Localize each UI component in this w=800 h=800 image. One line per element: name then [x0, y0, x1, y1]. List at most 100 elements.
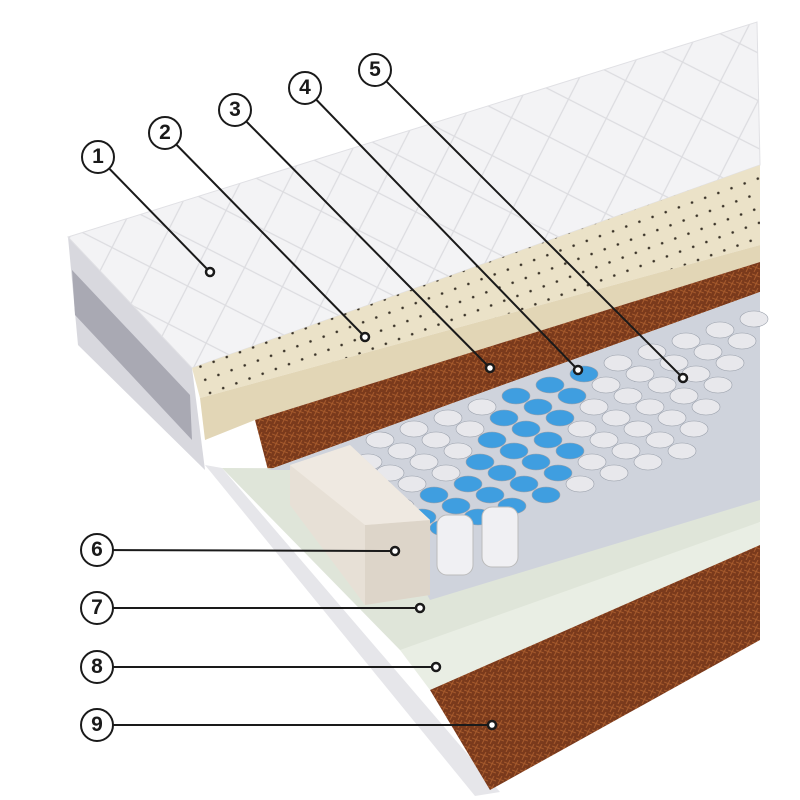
leader-dot	[484, 362, 496, 374]
spring-top	[669, 387, 699, 405]
spring-top	[613, 387, 643, 405]
leader-line	[164, 132, 366, 338]
spring-top	[577, 453, 607, 471]
callout-quilted-cover: 1	[81, 140, 115, 174]
spring-top	[443, 442, 473, 460]
foam-edge-block-front	[365, 520, 430, 605]
spring-top	[521, 453, 551, 471]
latex-front	[200, 245, 760, 440]
spring-top	[657, 409, 687, 427]
spring-top	[475, 486, 505, 504]
callout-leaders	[96, 69, 689, 731]
foam-base-edge	[400, 522, 760, 690]
spring-top	[565, 475, 595, 493]
spring-top	[637, 343, 667, 361]
spring-top	[467, 398, 497, 416]
leader-line	[234, 109, 491, 369]
spring-top	[409, 453, 439, 471]
leader-line	[304, 87, 579, 371]
spring-top	[659, 354, 689, 372]
spring-top	[501, 387, 531, 405]
leader-dot	[414, 602, 426, 614]
spring-top	[419, 486, 449, 504]
leader-dot	[359, 331, 371, 343]
spring-top	[623, 420, 653, 438]
spring-top	[499, 442, 529, 460]
callout-pocket-springs-firm: 5	[358, 53, 392, 87]
spring-top	[635, 398, 665, 416]
spring-top	[625, 365, 655, 383]
spring-top	[455, 420, 485, 438]
spring-top	[489, 409, 519, 427]
spring-top	[545, 409, 575, 427]
spring-top	[715, 354, 745, 372]
spring-top	[397, 475, 427, 493]
leader-line	[374, 69, 684, 379]
spring-top	[591, 376, 621, 394]
spring-top	[431, 464, 461, 482]
spring-top	[645, 431, 675, 449]
spring-top	[365, 431, 395, 449]
spring-top	[739, 310, 769, 328]
spring-top	[601, 409, 631, 427]
spring-top	[543, 464, 573, 482]
spring-top	[691, 398, 721, 416]
spring-top	[535, 376, 565, 394]
callout-foam-edge-support: 6	[80, 533, 114, 567]
foam-edge-block-top	[290, 445, 430, 525]
callout-coconut-coir-bottom: 9	[80, 708, 114, 742]
coconut-bottom	[430, 545, 760, 790]
spring-top	[647, 376, 677, 394]
spring-top	[671, 332, 701, 350]
coconut-layer	[255, 262, 760, 470]
leader-dot	[572, 364, 584, 376]
spring-top	[465, 453, 495, 471]
spring-top	[599, 464, 629, 482]
side-stripe	[72, 270, 192, 440]
spring-top	[557, 387, 587, 405]
spring-coil	[436, 514, 474, 576]
spring-top	[533, 431, 563, 449]
leader-dot	[389, 545, 401, 557]
leader-dot	[430, 661, 442, 673]
pocket-springs	[351, 310, 769, 576]
spring-top	[477, 431, 507, 449]
leader-dot	[677, 372, 689, 384]
spring-coil	[481, 506, 519, 568]
spring-top	[487, 464, 517, 482]
spring-top	[387, 442, 417, 460]
spring-top	[667, 442, 697, 460]
spring-top	[611, 442, 641, 460]
spring-top	[705, 321, 735, 339]
spring-top	[441, 497, 471, 515]
spring-top	[433, 409, 463, 427]
spring-top	[567, 420, 597, 438]
callout-foam-base-edge: 8	[80, 650, 114, 684]
spring-top	[589, 431, 619, 449]
callout-pocket-springs-soft: 4	[288, 71, 322, 105]
spring-top	[453, 475, 483, 493]
spring-top	[531, 486, 561, 504]
spring-top	[727, 332, 757, 350]
callout-foam-base: 7	[80, 591, 114, 625]
spring-top	[679, 420, 709, 438]
leader-line	[97, 156, 211, 273]
spring-top	[399, 420, 429, 438]
spring-top	[555, 442, 585, 460]
leader-dot	[486, 719, 498, 731]
callout-latex: 2	[148, 116, 182, 150]
bottom-cover-strip	[205, 465, 500, 796]
spring-top	[523, 398, 553, 416]
spring-top	[579, 398, 609, 416]
spring-top	[703, 376, 733, 394]
spring-top	[693, 343, 723, 361]
spring-top	[421, 431, 451, 449]
leader-dot	[204, 266, 216, 278]
leader-line	[96, 549, 396, 552]
spring-top	[509, 475, 539, 493]
spring-top	[633, 453, 663, 471]
callout-coconut-coir: 3	[218, 93, 252, 127]
latex-layer	[192, 165, 760, 398]
spring-top	[603, 354, 633, 372]
